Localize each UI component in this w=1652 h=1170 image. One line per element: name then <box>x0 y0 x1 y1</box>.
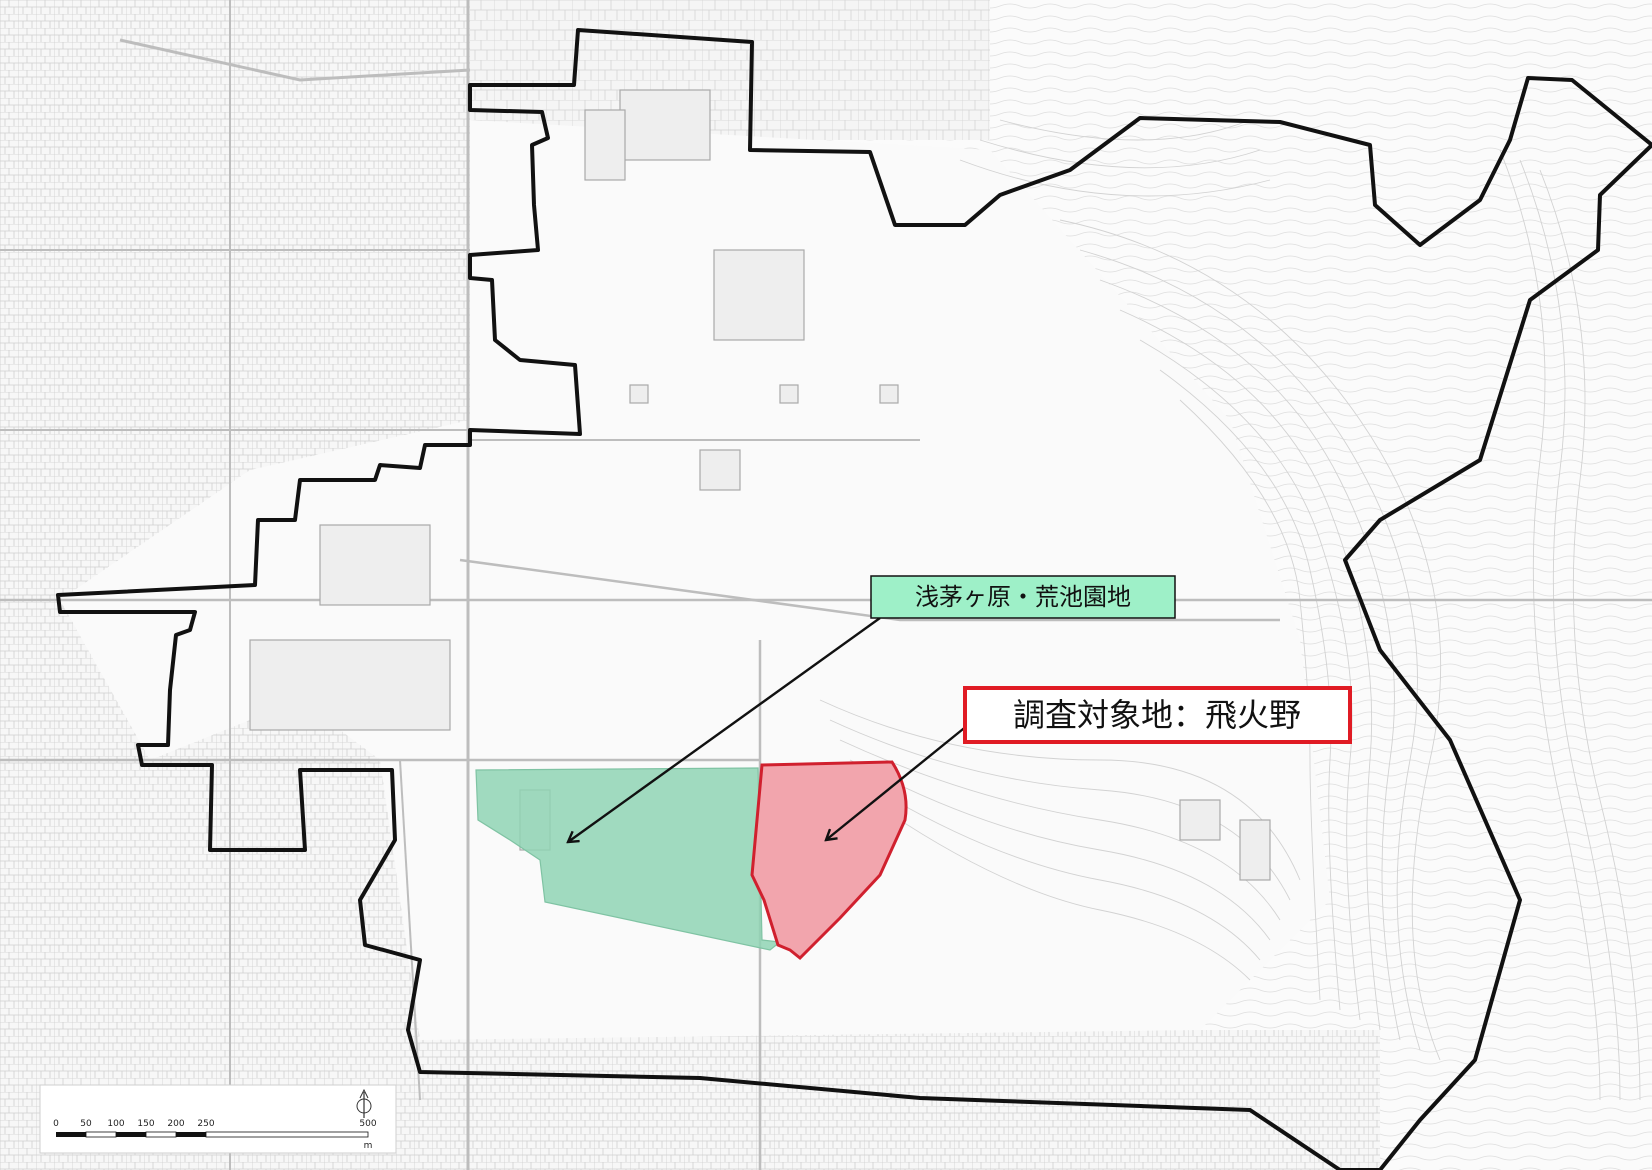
scale-tick-0: 0 <box>53 1119 59 1129</box>
park-label-text: 浅茅ヶ原・荒池園地 <box>915 583 1131 611</box>
scale-tick-50: 50 <box>80 1119 92 1129</box>
target-label-text: 調査対象地：飛火野 <box>1013 696 1301 734</box>
scale-tick-200: 200 <box>167 1119 184 1129</box>
scale-unit: m <box>364 1141 373 1151</box>
scale-tick-500: 500 <box>359 1119 376 1129</box>
urban-area-south <box>380 1030 1380 1170</box>
scale-tick-250: 250 <box>197 1119 214 1129</box>
park-boundary-line <box>56 28 1652 1170</box>
scale-tick-150: 150 <box>137 1119 154 1129</box>
target-label-box: 調査対象地：飛火野 <box>963 686 1352 744</box>
park-interior <box>60 120 1330 1040</box>
urban-area-north <box>470 0 990 140</box>
scale-tick-100: 100 <box>107 1119 124 1129</box>
park-label-box: 浅茅ヶ原・荒池園地 <box>870 575 1176 619</box>
arrow-to-target-area <box>826 724 969 840</box>
north-arrow-icon <box>356 1088 372 1118</box>
arrow-to-park-area <box>568 617 881 842</box>
target-area-tobihino <box>750 760 908 961</box>
scale-bar: 0 50 100 150 200 250 500 m <box>39 1084 397 1154</box>
